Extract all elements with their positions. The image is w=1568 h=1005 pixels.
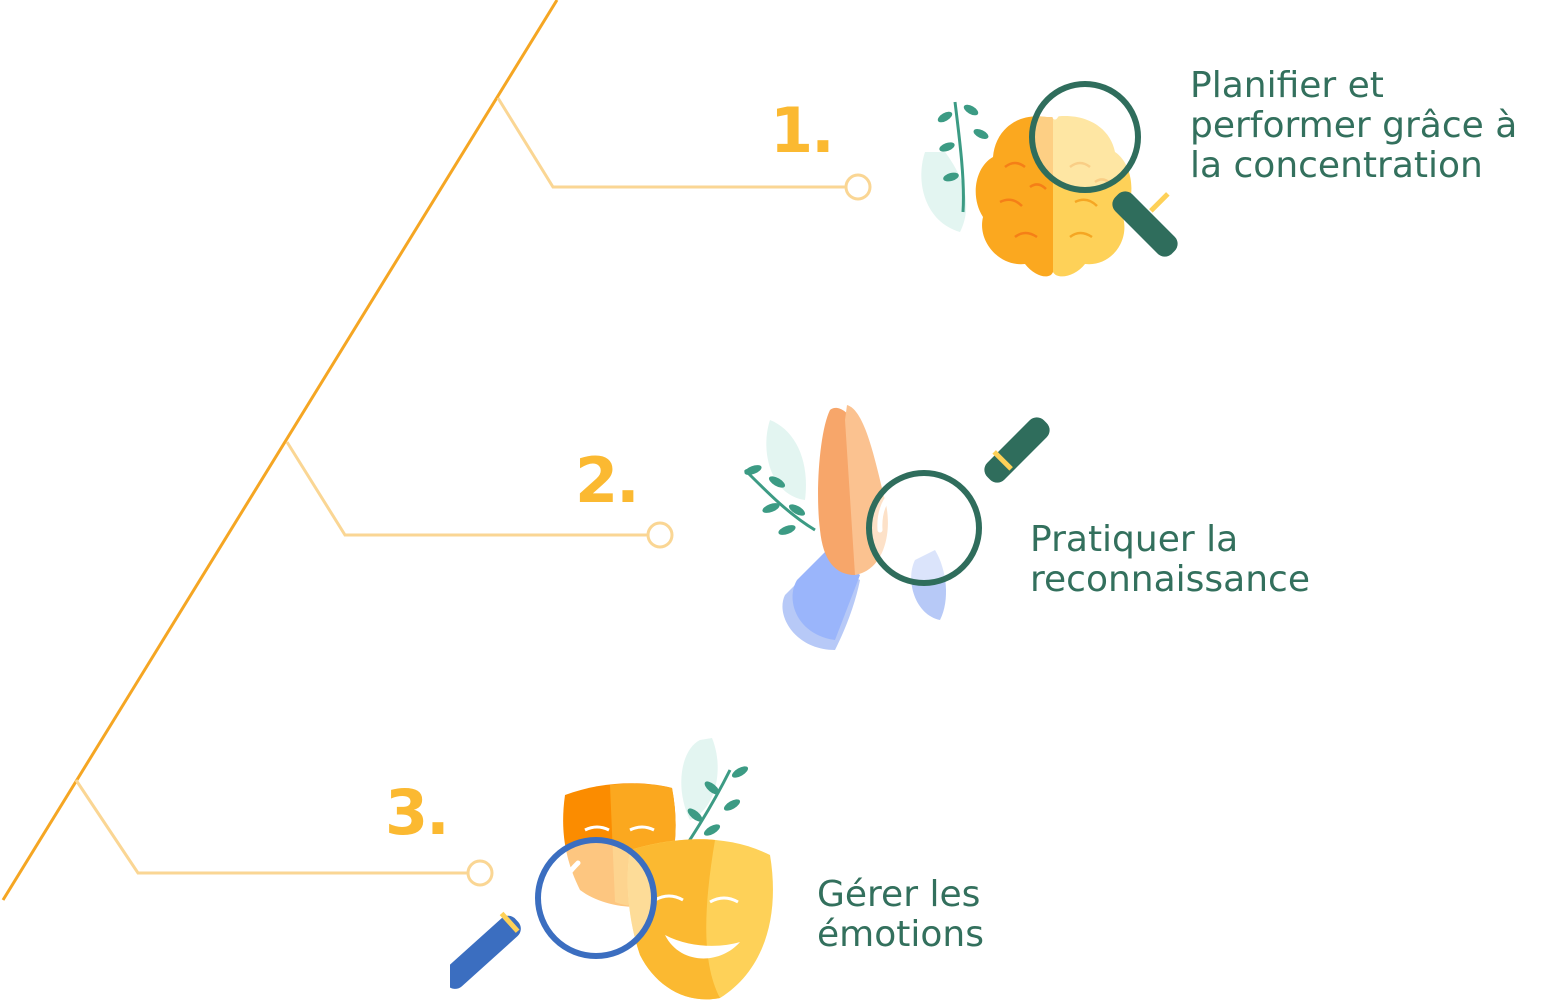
step-label-1: Planifier et performer grâce à la concen… <box>1190 66 1517 186</box>
step-label-3: Gérer les émotions <box>817 875 984 955</box>
step-label-3-line-2: émotions <box>817 914 984 955</box>
step-label-2-line-2: reconnaissance <box>1030 559 1311 600</box>
praying-hands-magnifier-icon <box>743 405 1050 650</box>
step-label-1-line-1: Planifier et <box>1190 65 1384 106</box>
branch-dot-3 <box>466 859 494 887</box>
step-label-2: Pratiquer la reconnaissance <box>1030 520 1310 600</box>
step-label-3-line-1: Gérer les <box>817 874 981 915</box>
branch-dot-2 <box>646 521 674 549</box>
branch-line-2 <box>285 441 647 537</box>
branch-line-1 <box>496 97 846 189</box>
step-number-1: 1. <box>770 94 835 167</box>
step-number-2: 2. <box>575 444 640 517</box>
trunk-line <box>1 0 559 901</box>
step-label-1-line-2: performer grâce à <box>1190 105 1518 146</box>
brain-magnifier-icon <box>921 81 1178 277</box>
step-number-3: 3. <box>385 776 450 849</box>
step-label-2-line-1: Pratiquer la <box>1030 519 1239 560</box>
step-label-1-line-3: la concentration <box>1190 145 1483 186</box>
branch-dot-1 <box>844 173 872 201</box>
theater-masks-magnifier-icon <box>450 738 773 1000</box>
branch-line-3 <box>74 779 467 875</box>
